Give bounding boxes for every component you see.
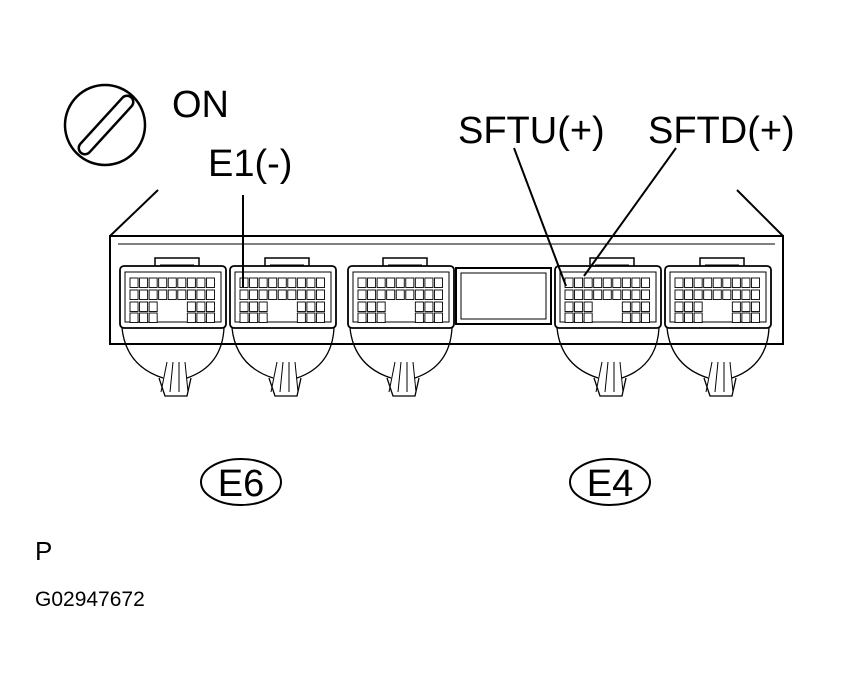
connector-group	[119, 257, 772, 329]
corner-letter: P	[35, 536, 52, 566]
sftd-terminal-label: SFTD(+)	[648, 110, 795, 152]
sftu-terminal-label: SFTU(+)	[458, 110, 605, 152]
wire-harness	[666, 327, 770, 397]
ecu-body	[109, 189, 784, 345]
connector-e4-label: E4	[587, 463, 633, 505]
connector-e6-label: E6	[218, 463, 264, 505]
connector-housing	[664, 257, 772, 329]
ignition-on-label: ON	[172, 84, 229, 126]
wire-harness	[231, 327, 335, 397]
leader-lines	[242, 147, 677, 287]
connector-housing	[554, 257, 662, 329]
figure-code: G02947672	[35, 588, 145, 611]
wire-harness	[556, 327, 660, 397]
wire-harness	[349, 327, 453, 397]
e1-terminal-label: E1(-)	[208, 143, 292, 185]
harness-group	[121, 327, 770, 397]
connector-housing	[229, 257, 337, 329]
wire-harness	[121, 327, 225, 397]
connector-e6-badge	[200, 458, 282, 506]
connector-e4-badge	[569, 458, 651, 506]
connector-housing	[119, 257, 227, 329]
ignition-switch-icon	[63, 83, 147, 167]
connector-housing	[347, 257, 455, 329]
